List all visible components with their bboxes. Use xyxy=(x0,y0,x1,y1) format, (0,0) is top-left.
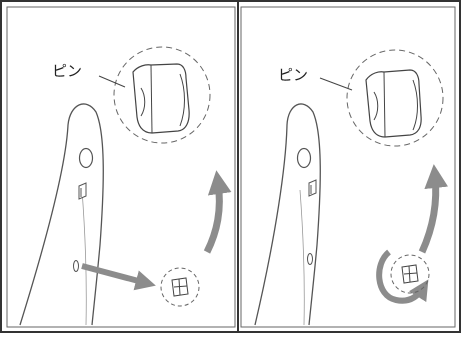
callout-leader xyxy=(98,75,126,88)
bracket-hole xyxy=(78,147,94,169)
callout-label-pin: ピン xyxy=(278,66,308,84)
panel-right: ピン xyxy=(254,49,449,326)
insert-arrow xyxy=(81,263,156,291)
bracket-hole xyxy=(296,147,312,169)
up-arrow xyxy=(418,164,449,254)
pin-small xyxy=(160,267,200,307)
pin-small xyxy=(390,254,430,294)
pin-hole xyxy=(307,253,313,265)
callout-label-pin: ピン xyxy=(52,62,82,80)
bracket-slot xyxy=(78,182,87,200)
rotate-arrow xyxy=(376,249,429,304)
bracket-arm xyxy=(254,103,321,326)
up-arrow xyxy=(203,170,232,254)
bracket-arm xyxy=(19,103,104,326)
pin-callout xyxy=(113,46,211,144)
pin-callout xyxy=(346,49,444,147)
pin-hole xyxy=(73,260,79,272)
callout-leader xyxy=(319,77,353,91)
bracket-slot xyxy=(308,179,317,197)
panel-left: ピン xyxy=(19,46,232,326)
